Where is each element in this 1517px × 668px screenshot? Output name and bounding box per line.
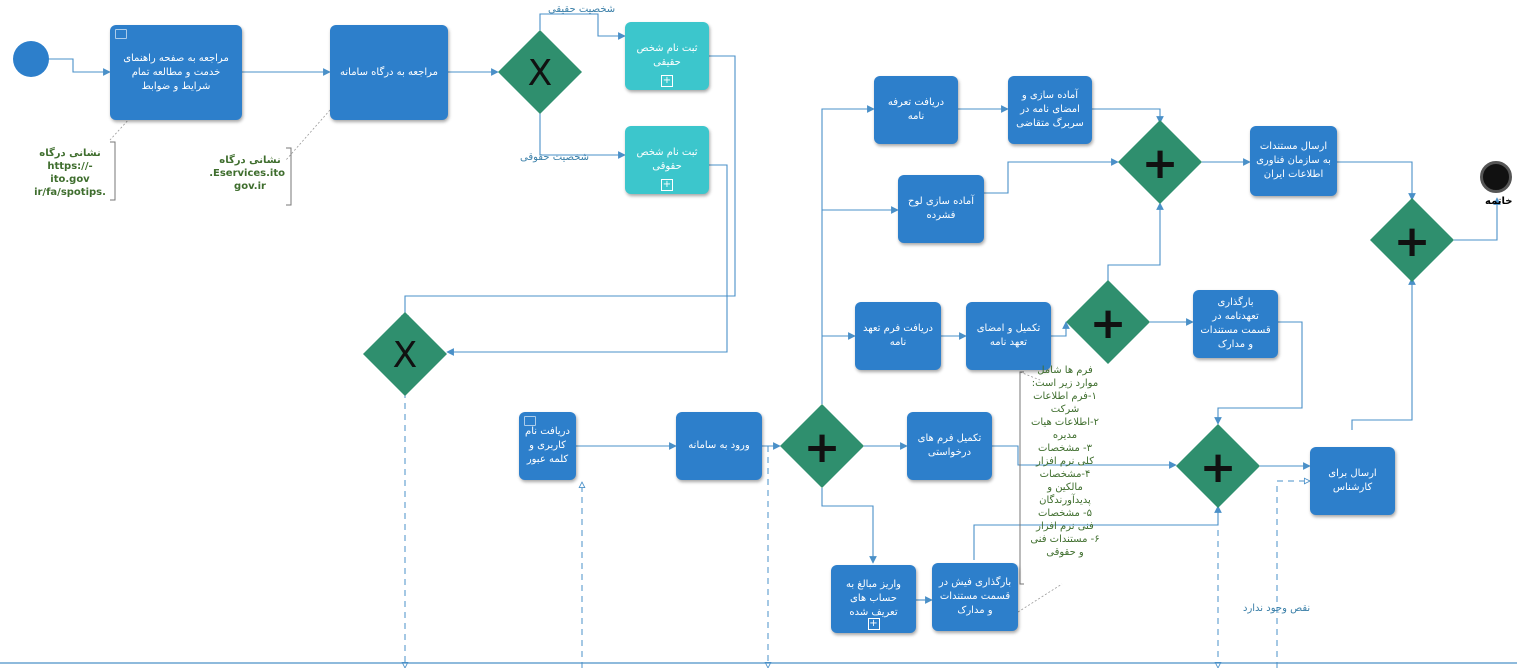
gateway-parallel-login-symbol: + <box>804 422 841 473</box>
edge-pmid-ptop <box>1107 202 1164 282</box>
label-legal-person: شخصیت حقوقی <box>520 152 590 163</box>
task-send-expert-label: ارسال برای کارشناس <box>1328 468 1377 493</box>
gateway-parallel-login[interactable]: + <box>780 404 864 488</box>
task-receive-invite[interactable]: دریافت تعرفه نامه <box>874 76 958 144</box>
task-receive-user[interactable]: دریافت نام کاربری و کلمه عبور <box>519 412 576 480</box>
task-login-label: ورود به سامانه <box>688 440 750 451</box>
assoc-receipt-note <box>1017 583 1063 613</box>
assoc-guide-note <box>109 117 131 141</box>
assoc-fill-note <box>1019 371 1041 381</box>
annotation-forms-list: فرم ها شامل موارد زیر است: ۱-فرم اطلاعات… <box>1030 365 1100 558</box>
task-upload-receipt[interactable]: بارگذاری فیش در قسمت مستندات و مدارک <box>932 563 1018 631</box>
task-receive-form[interactable]: دریافت فرم تعهد نامه <box>855 302 941 370</box>
gateway-parallel-final-symbol: + <box>1394 216 1431 267</box>
edge-prep-ptop <box>1092 108 1164 124</box>
task-login[interactable]: ورود به سامانه <box>676 412 762 480</box>
subprocess-register-legal-label: ثبت نام شخص حقوقی <box>636 147 698 172</box>
expand-icon[interactable]: + <box>661 179 673 191</box>
expand-icon[interactable]: + <box>661 75 673 87</box>
gateway-exclusive-1[interactable]: X <box>498 30 582 114</box>
task-receive-form-label: دریافت فرم تعهد نامه <box>862 323 934 348</box>
document-icon <box>115 29 127 39</box>
msg-up-expert <box>1276 481 1310 668</box>
task-prepare-disc-label: آماده سازی لوح فشرده <box>908 196 974 221</box>
edge-receipt-plow <box>973 505 1222 560</box>
label-real-person: شخصیت حقیقی <box>548 4 616 15</box>
expand-icon[interactable]: + <box>867 618 880 630</box>
task-pay-label: واریز مبالغ به حساب های تعریف شده <box>845 579 902 618</box>
task-send-docs[interactable]: ارسال مستندات به سازمان فناوری اطلاعات ا… <box>1250 126 1337 196</box>
edge-x1-legal <box>539 105 626 159</box>
gateway-parallel-low-symbol: + <box>1200 442 1237 493</box>
task-fill-forms[interactable]: تکمیل فرم های درخواستی <box>907 412 992 480</box>
task-fill-sign[interactable]: تکمیل و امضای تعهد نامه <box>966 302 1051 370</box>
edge-x1-real <box>539 13 626 40</box>
edge-legal-x2 <box>446 164 728 356</box>
task-upload-commitment[interactable]: بارگذاری تعهدنامه در قسمت مستندات و مدار… <box>1193 290 1278 358</box>
document-icon <box>524 416 536 426</box>
note-bracket-forms <box>1019 371 1024 585</box>
gateway-parallel-low[interactable]: + <box>1176 424 1260 508</box>
edge-upload-plow <box>1214 321 1303 425</box>
annotation-portal-mid: نشانی درگاه Eservices.ito. gov.ir <box>209 155 285 192</box>
gateway-exclusive-2[interactable]: X <box>363 312 447 396</box>
edge-plus-pay <box>821 488 877 564</box>
gateway-parallel-top[interactable]: + <box>1118 120 1202 204</box>
edge-lock-ptop <box>984 158 1119 194</box>
task-fill-sign-label: تکمیل و امضای تعهد نامه <box>976 323 1041 348</box>
subprocess-register-legal[interactable]: ثبت نام شخص حقوقی + <box>625 126 709 194</box>
gateway-exclusive-2-symbol: X <box>393 335 418 376</box>
edge-fill-pmid <box>1051 321 1070 337</box>
task-fill-forms-label: تکمیل فرم های درخواستی <box>917 433 982 458</box>
edge-fillforms-plow <box>992 445 1177 469</box>
task-portal[interactable]: مراجعه به درگاه سامانه <box>330 25 448 120</box>
gateway-parallel-mid-symbol: + <box>1090 298 1127 349</box>
task-guide-label: مراجعه به صفحه راهنمای خدمت و مطالعه تما… <box>123 52 229 92</box>
task-prepare-sign[interactable]: آماده سازی و امضای نامه در سربرگ متقاضی <box>1008 76 1092 144</box>
task-prepare-sign-label: آماده سازی و امضای نامه در سربرگ متقاضی <box>1016 90 1084 129</box>
gateway-parallel-mid[interactable]: + <box>1066 280 1150 364</box>
edge-senddocs-pfinal <box>1337 161 1416 201</box>
end-event[interactable] <box>1480 161 1512 193</box>
task-receive-user-label: دریافت نام کاربری و کلمه عبور <box>525 426 570 465</box>
assoc-portal-note <box>285 109 331 161</box>
edge-start-guide <box>47 58 111 76</box>
task-pay[interactable]: واریز مبالغ به حساب های تعریف شده+ <box>831 565 916 633</box>
task-send-docs-label: ارسال مستندات به سازمان فناوری اطلاعات ا… <box>1256 141 1331 180</box>
task-upload-commitment-label: بارگذاری تعهدنامه در قسمت مستندات و مدار… <box>1200 297 1271 350</box>
task-guide[interactable]: مراجعه به صفحه راهنمای خدمت و مطالعه تما… <box>110 25 242 120</box>
note-bracket-left <box>110 141 116 201</box>
subprocess-register-real-label: ثبت نام شخص حقیقی <box>636 43 698 68</box>
gateway-exclusive-1-symbol: X <box>528 53 553 94</box>
task-prepare-disc[interactable]: آماده سازی لوح فشرده <box>898 175 984 243</box>
label-no-defect: نقص وجود ندارد <box>1243 603 1311 614</box>
end-label: خاتمه <box>1485 196 1513 207</box>
gateway-parallel-top-symbol: + <box>1142 138 1179 189</box>
task-send-expert[interactable]: ارسال برای کارشناس <box>1310 447 1395 515</box>
edge-expert-pfinal <box>1351 277 1416 430</box>
task-receive-invite-label: دریافت تعرفه نامه <box>887 97 945 122</box>
gateway-parallel-final[interactable]: + <box>1370 198 1454 282</box>
edge-real-x2 <box>401 55 736 323</box>
task-upload-receipt-label: بارگذاری فیش در قسمت مستندات و مدارک <box>938 577 1012 616</box>
task-portal-label: مراجعه به درگاه سامانه <box>340 66 439 78</box>
annotation-portal-left: نشانی درگاه https://-ito.gov .ir/fa/spot… <box>34 148 106 198</box>
edge-plus-rcvinvite <box>821 105 875 404</box>
note-bracket-mid <box>286 147 292 206</box>
edge-pfinal-end <box>1454 197 1501 241</box>
start-event[interactable] <box>13 41 49 77</box>
subprocess-register-real[interactable]: ثبت نام شخص حقیقی + <box>625 22 709 90</box>
